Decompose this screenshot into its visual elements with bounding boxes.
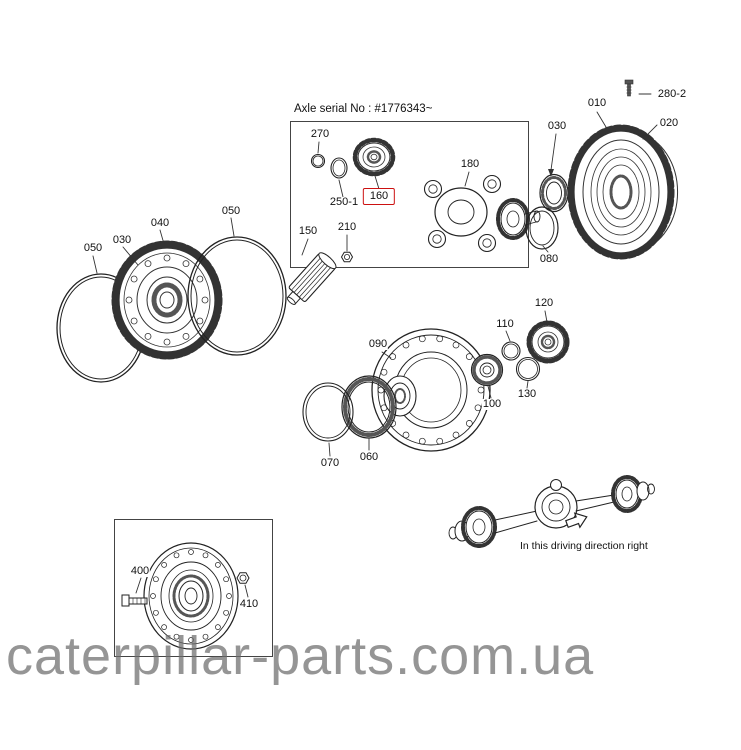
part-label-130: 130 <box>516 388 538 400</box>
part-label-020: 020 <box>658 117 680 129</box>
carrier-180 <box>423 174 541 253</box>
nut-210 <box>340 251 354 263</box>
part-label-210: 210 <box>336 221 358 233</box>
part-label-070: 070 <box>319 457 341 469</box>
leader-lines <box>92 93 658 598</box>
oring-110 <box>501 341 521 361</box>
nut-410 <box>236 572 250 584</box>
screw-280-2 <box>624 79 634 97</box>
bearing-030-right <box>539 173 569 213</box>
part-label-410: 410 <box>238 598 260 610</box>
gear-040 <box>111 240 223 360</box>
part-label-080: 080 <box>538 253 560 265</box>
part-label-040: 040 <box>149 217 171 229</box>
part-label-110: 110 <box>495 318 515 330</box>
ring-080 <box>525 206 559 250</box>
drum-010 <box>567 124 679 260</box>
ring-130 <box>515 356 541 382</box>
axle-assembly-overview <box>448 475 655 548</box>
bearing-100 <box>470 353 504 387</box>
axle-serial-note: Axle serial No : #1776343~ <box>294 103 433 115</box>
part-label-150: 150 <box>297 225 319 237</box>
gear-160 <box>352 137 396 177</box>
ring-070 <box>302 382 354 442</box>
shaft-150 <box>286 252 337 305</box>
part-label-280-2: 280-2 <box>656 88 688 100</box>
oring-050-right <box>187 236 287 356</box>
part-label-050-right: 050 <box>220 205 242 217</box>
part-label-010: 010 <box>586 97 608 109</box>
part-label-400: 400 <box>129 565 151 577</box>
bolt-400 <box>121 594 148 607</box>
ring-060 <box>341 375 397 439</box>
part-label-120: 120 <box>533 297 555 309</box>
driving-direction-note: In this driving direction right <box>520 540 648 552</box>
gear-120 <box>526 320 570 364</box>
hub-bottom-box <box>143 542 239 650</box>
oring-270 <box>310 153 326 169</box>
part-label-090: 090 <box>367 338 389 350</box>
part-label-060: 060 <box>358 451 380 463</box>
ring-250-1 <box>330 157 348 179</box>
part-label-050-left: 050 <box>82 242 104 254</box>
part-label-100: 100 <box>481 398 503 410</box>
driving-direction-arrow <box>565 512 588 529</box>
part-label-030-top: 030 <box>546 120 568 132</box>
part-label-180: 180 <box>459 158 481 170</box>
part-label-030-left: 030 <box>111 234 133 246</box>
part-label-160-highlighted: 160 <box>362 188 396 205</box>
serial-group-frame <box>290 121 529 268</box>
part-label-250-1: 250-1 <box>328 196 360 208</box>
part-label-270: 270 <box>309 128 331 140</box>
wheel-hub-frame <box>114 519 273 657</box>
